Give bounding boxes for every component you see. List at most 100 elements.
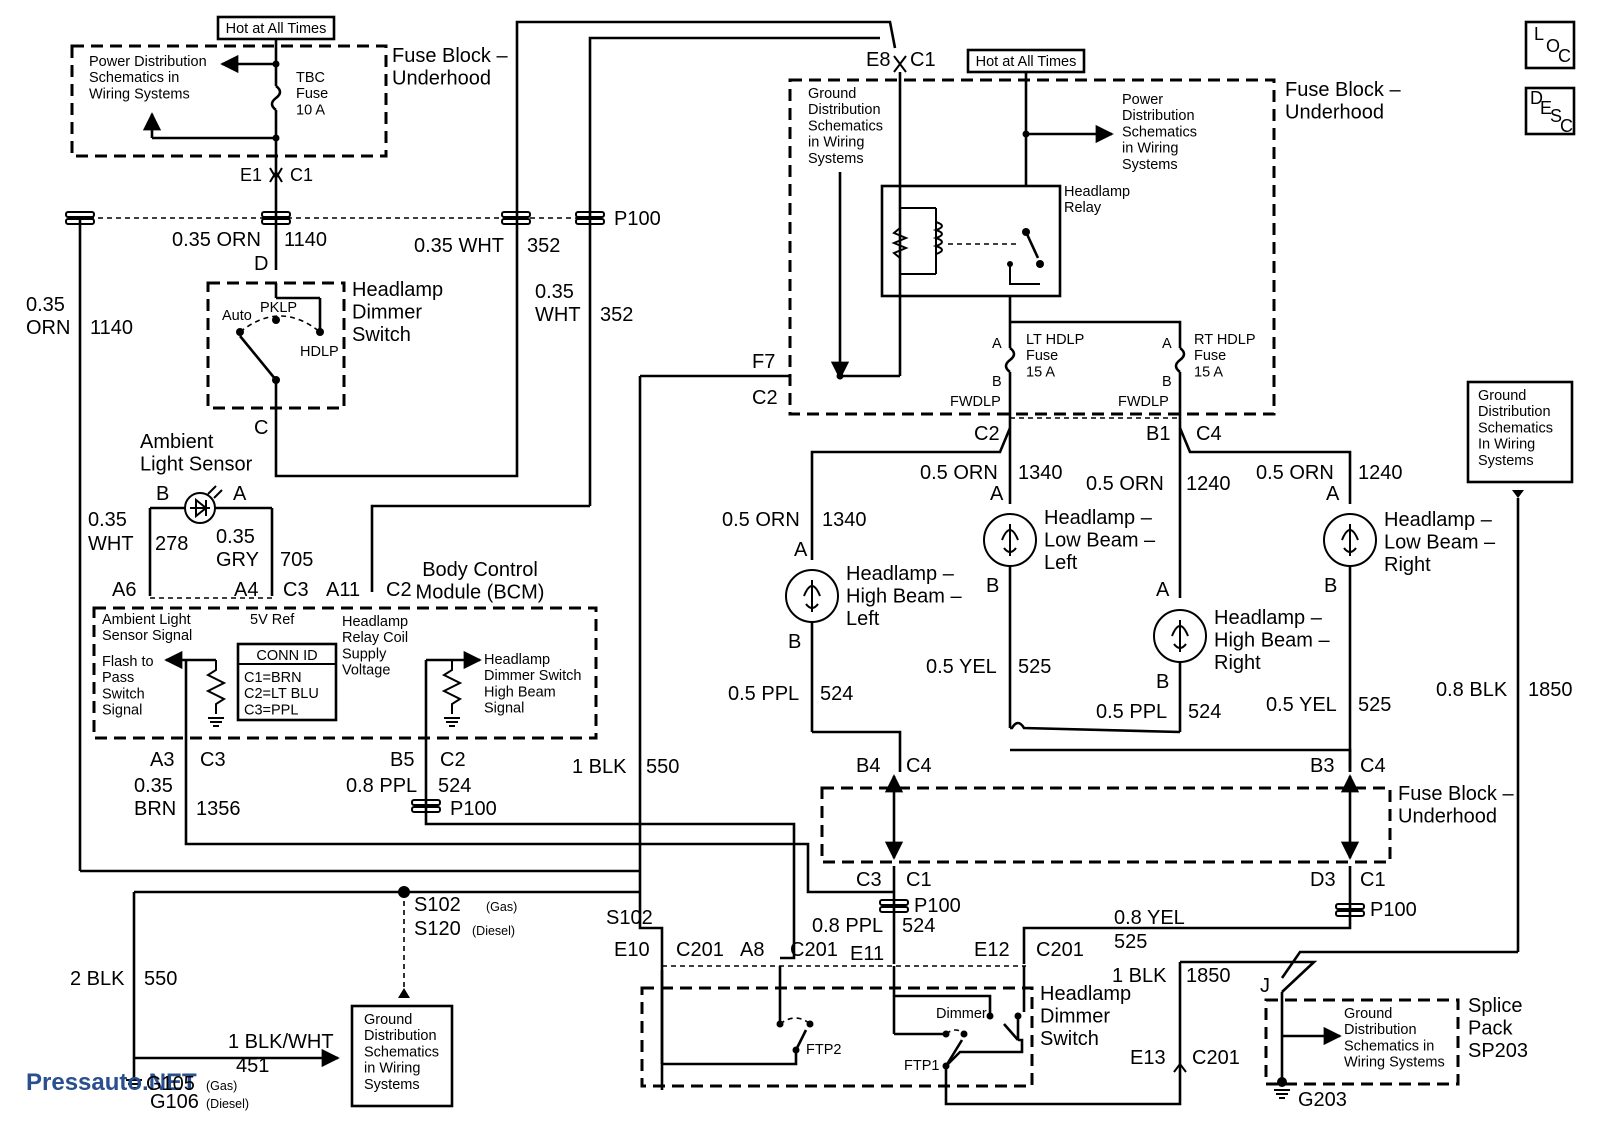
fuse-rt-a: A [1162,336,1172,352]
desc-icon[interactable]: D E S C [1524,86,1576,136]
conn-c4-b: C4 [906,755,932,777]
fwdlp-left: FWDLP [950,394,1001,410]
wire-label-w43: 525 [1358,694,1391,716]
conn-p100-c: P100 [914,895,961,917]
wire-label-w35: 1240 [1358,462,1403,484]
conn-b-lbr: B [1324,575,1337,597]
conn-a3: A3 [150,749,174,771]
conn-b5: B5 [390,749,414,771]
wire-label-w31: 1340 [1018,462,1063,484]
switch-ftp1: FTP1 [904,1058,939,1074]
wire-label-w10: 1140 [90,317,133,339]
s102-lower: S102 [606,907,653,929]
wire-label-w13: 278 [155,533,188,555]
wire-label-w50: 1 BLK [1112,965,1167,987]
wire-label-w15: GRY [216,549,259,571]
watermark: Pressauto.NET [26,1069,197,1096]
headlamp-high-beam-right: Headlamp –High Beam –Right A B [1153,579,1330,732]
conn-id-title: CONN ID [256,648,317,664]
conn-c201-a: C201 [676,939,724,961]
fuse-block-underhood-lower: Fuse Block –Underhood [820,774,1514,864]
switch-pklp: PKLP [260,300,297,316]
wire-label-w49: 525 [1114,931,1147,953]
conn-c4-a: C4 [1196,423,1222,445]
loc-icon[interactable]: L O C [1524,20,1576,70]
svg-text:S: S [1550,106,1562,126]
wire-label-w17: 0.35 [134,775,173,797]
conn-c: C [254,417,268,439]
conn-c2-b: C2 [974,423,1000,445]
svg-text:E: E [1540,98,1552,118]
conn-b3: B3 [1310,755,1334,777]
conn-c201-c: C201 [1036,939,1084,961]
wire-label-w51: 1850 [1186,965,1231,987]
hot-at-all-times-label: Hot at All Times [226,21,327,37]
conn-c201-d: C201 [1192,1047,1240,1069]
fuse-block-label-2: Fuse Block –Underhood [1285,79,1401,123]
wire-label-w25: 550 [144,968,177,990]
hb-left-label: Headlamp –High Beam –Left [846,563,962,630]
splice-s120: S120 [414,918,461,940]
switch-hdlp: HDLP [300,344,339,360]
conn-p100-a: P100 [614,208,661,230]
wire-label-w42: 0.5 YEL [1266,694,1337,716]
conn-e1: E1 [240,165,262,185]
wire-label-w6: WHT [535,304,581,326]
wire-label-w11: 0.35 [88,509,127,531]
wire-label-w3: 0.35 WHT [414,235,504,257]
wire-label-w14: 0.35 [216,526,255,548]
wire-label-w2: 1140 [284,229,327,251]
conn-a-hbr: A [1156,579,1170,601]
svg-text:C: C [1558,46,1571,66]
conn-c201-b: C201 [790,939,838,961]
conn-p100-d: P100 [1370,899,1417,921]
tbc-fuse-symbol [270,84,282,112]
conn-a-hbl: A [794,539,808,561]
conn-b-hbl: B [788,631,801,653]
conn-a-lbr: A [1326,483,1340,505]
conn-b-lbl: B [986,575,999,597]
conn-e10: E10 [614,939,650,961]
wire-label-w5: 0.35 [535,281,574,303]
wire-label-w34: 0.5 ORN [1256,462,1334,484]
hot-at-all-times-right: Hot at All Times [976,54,1077,70]
splice-gas: (Gas) [486,900,517,914]
conn-c4-c: C4 [1360,755,1386,777]
wire-label-w33: 1240 [1186,473,1231,495]
fuse-rt-b: B [1162,374,1172,390]
conn-c3-c: C3 [856,869,882,891]
wire-label-w26: 1 BLK/WHT [228,1031,334,1053]
splice-s102: S102 [414,894,461,916]
ground-g105: G105 [146,1073,195,1095]
conn-a4: A4 [234,579,258,601]
wire-label-w16: 705 [280,549,313,571]
wire-label-w39: 525 [1018,656,1051,678]
conn-e13: E13 [1130,1047,1166,1069]
wire-label-w46: 0.8 PPL [812,915,883,937]
conn-a-sensor: A [233,483,247,505]
conn-c1-b: C1 [910,49,936,71]
switch-dimmer: Dimmer [936,1006,987,1022]
ground-g106-diesel: (Diesel) [206,1097,249,1111]
wire-label-w47: 524 [902,915,935,937]
fuse-block-label-1: Fuse Block –Underhood [392,45,508,89]
wire-label-w9: ORN [26,317,70,339]
